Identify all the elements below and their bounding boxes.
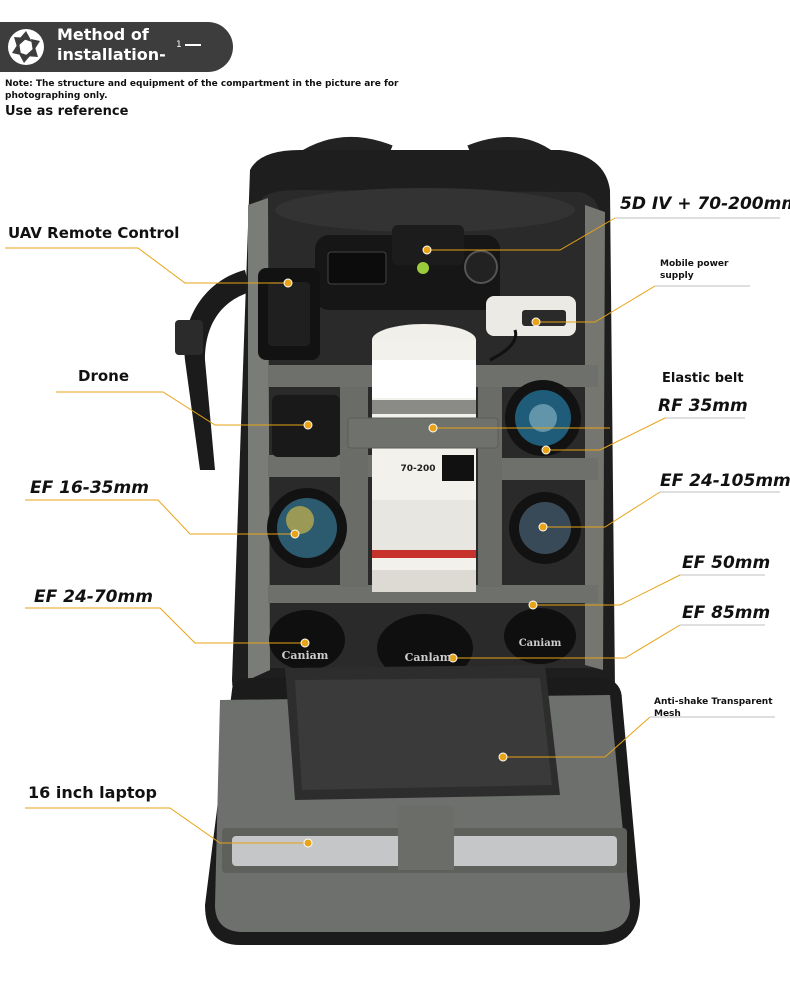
label-ef50: EF 50mm (682, 553, 771, 573)
label-ef2470: EF 24-70mm (34, 587, 153, 607)
lens-model-text: 70-200 (400, 464, 435, 474)
page-title: Method of installation- (57, 25, 166, 64)
label-mesh: Anti-shake Transparent Mesh (654, 697, 773, 719)
lens-brand-text: Caniam (519, 638, 562, 649)
page-marker: 1 (176, 40, 201, 50)
lens-brand-text: Caniam (282, 649, 329, 662)
lens-brand-text: Canlam (405, 651, 452, 664)
label-ef85: EF 85mm (682, 603, 771, 623)
label-elastic-belt: Elastic belt (662, 371, 744, 386)
label-camera: 5D IV + 70-200mm (620, 194, 790, 214)
label-rf35: RF 35mm (658, 396, 748, 416)
label-mobile-power: Mobile power supply (660, 259, 729, 281)
note-text: Note: The structure and equipment of the… (5, 79, 399, 101)
reference-text: Use as reference (5, 104, 129, 119)
label-laptop: 16 inch laptop (28, 783, 157, 802)
aperture-icon (8, 29, 44, 65)
label-ef1635: EF 16-35mm (30, 478, 149, 498)
label-drone: Drone (78, 367, 130, 385)
label-uav-remote: UAV Remote Control (8, 224, 180, 242)
label-ef24105: EF 24-105mm (660, 471, 790, 491)
